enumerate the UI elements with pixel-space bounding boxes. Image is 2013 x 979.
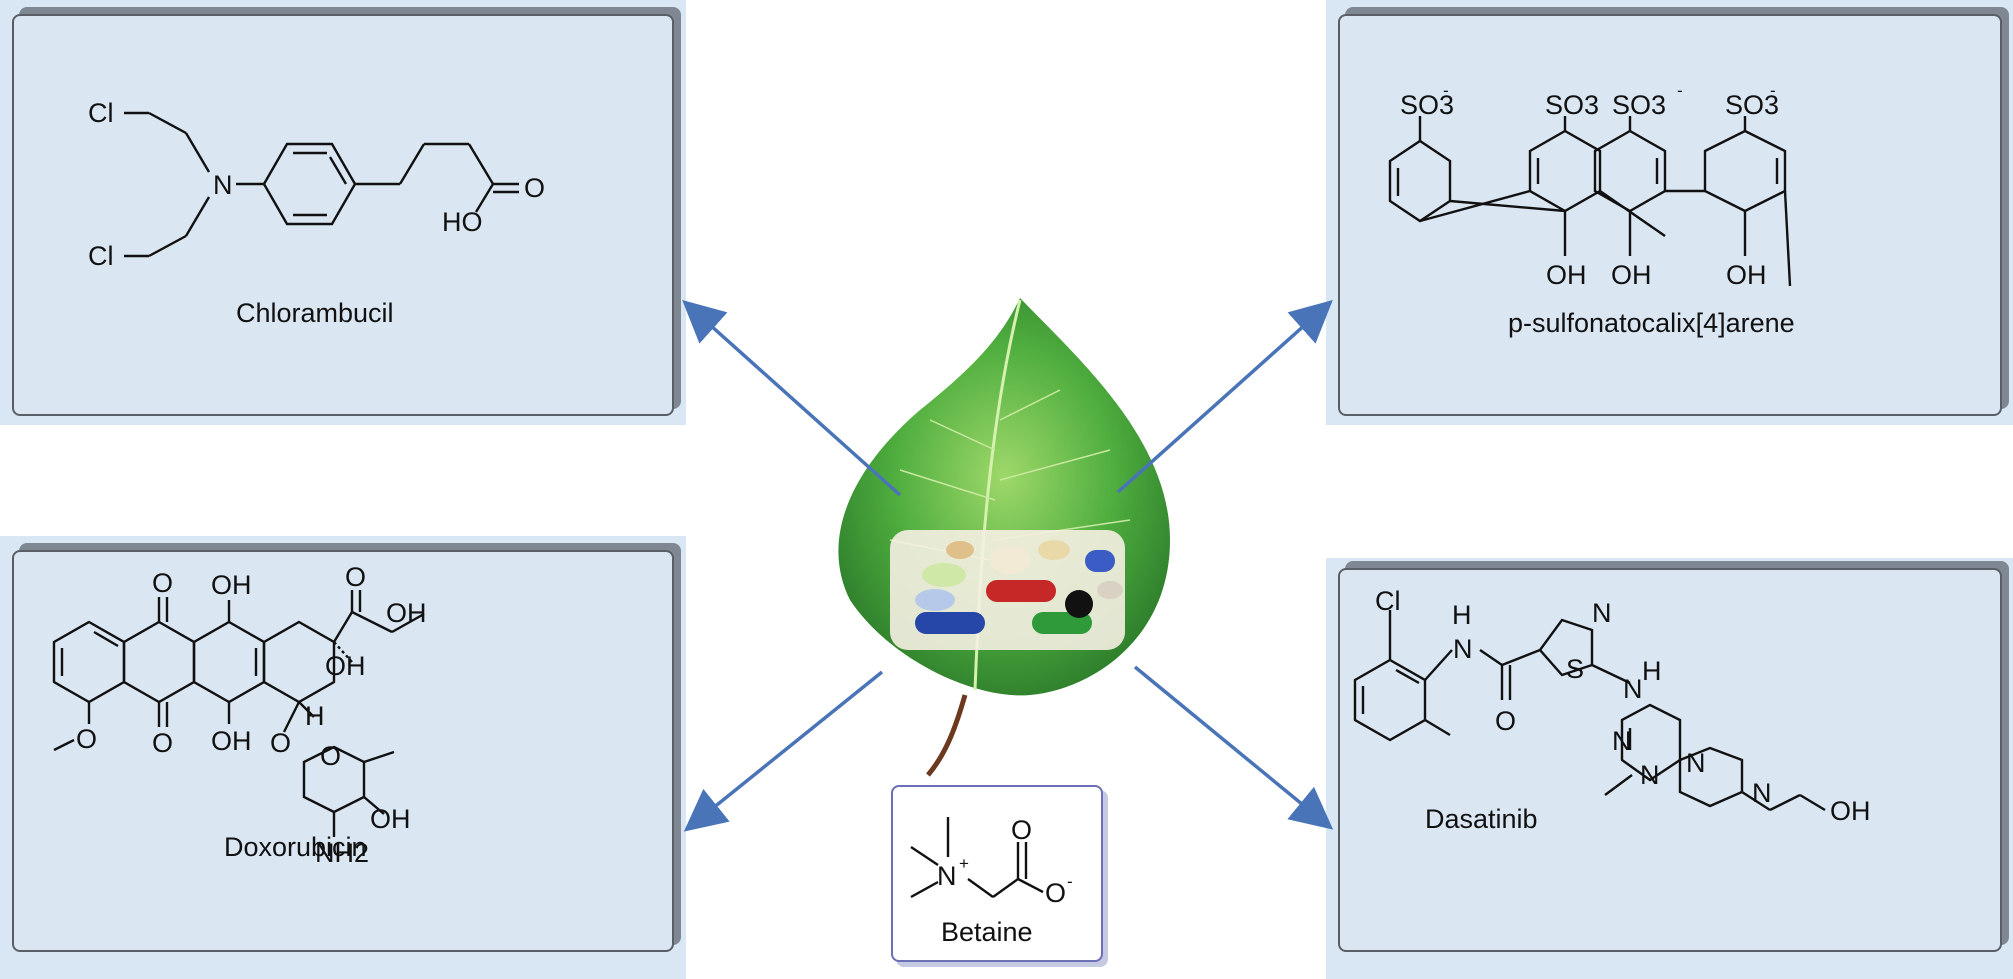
sugar-oh: OH (370, 804, 411, 834)
so3-4: SO3 (1725, 90, 1779, 120)
thiazole-s: S (1566, 654, 1584, 684)
amine-n: N (1623, 674, 1643, 704)
oh-2: OH (1611, 260, 1652, 290)
chlorambucil-structure: Cl Cl N O HO (88, 98, 545, 271)
dasatinib-panel: Cl H N O N S H N N N N N OH Dasatinib (1338, 568, 2002, 952)
methoxy-o: O (76, 724, 97, 754)
atom-ho: HO (442, 207, 483, 237)
doxorubicin-label: Doxorubicin (224, 832, 367, 862)
so3-1: SO3 (1400, 90, 1454, 120)
oh-1: OH (1546, 260, 1587, 290)
quinone-o-top: O (152, 568, 173, 598)
amide-n: N (1453, 634, 1473, 664)
arrow-to-chlorambucil (682, 299, 902, 497)
ring-oh: OH (325, 651, 366, 681)
oh-3: OH (1726, 260, 1767, 290)
so3-3: SO3 (1612, 90, 1666, 120)
chlorambucil-label: Chlorambucil (236, 298, 394, 328)
betaine-n: N (937, 861, 957, 891)
amide-o: O (1495, 706, 1516, 736)
betaine-panel: N + O O - Betaine (891, 785, 1103, 962)
atom-cl-2: Cl (88, 241, 114, 271)
dasatinib-structure: Cl H N O N S H N N N N N OH (1353, 586, 1871, 826)
betaine-o-minus: O (1045, 878, 1066, 908)
piperazine-n1: N (1686, 748, 1706, 778)
so3-2: SO3 (1545, 90, 1599, 120)
amine-h: H (1642, 656, 1662, 686)
quinone-o-bottom: O (152, 728, 173, 758)
dasatinib-label: Dasatinib (1425, 804, 1538, 834)
arrow-to-calixarene (1116, 300, 1333, 494)
chlorambucil-panel: Cl Cl N O HO Chlorambucil (12, 14, 674, 416)
atom-cl: Cl (1375, 586, 1401, 616)
arrow-to-doxorubicin (683, 670, 884, 832)
betaine-o-top: O (1011, 815, 1032, 845)
so3-4-charge: - (1770, 81, 1776, 100)
oh-bottom: OH (211, 726, 252, 756)
terminal-oh: OH (386, 598, 427, 628)
pyrimidine-n2: N (1640, 760, 1660, 790)
glycosidic-o: O (270, 728, 291, 758)
betaine-o-charge: - (1067, 872, 1073, 891)
atom-n: N (213, 170, 233, 200)
calixarene-panel: SO3 - SO3 SO3 - SO3 - OH OH OH p-sulfona… (1338, 14, 2002, 416)
calixarene-label: p-sulfonatocalix[4]arene (1508, 308, 1795, 338)
piperazine-n2: N (1752, 778, 1772, 808)
thiazole-n: N (1592, 598, 1612, 628)
betaine-structure: N + O O - (910, 815, 1073, 908)
terminal-oh: OH (1830, 796, 1871, 826)
arrow-to-dasatinib (1133, 665, 1334, 830)
sugar-nh2: NH2 (315, 838, 369, 868)
sugar-o: O (320, 741, 341, 771)
calixarene-structure: SO3 - SO3 SO3 - SO3 - OH OH OH (1388, 81, 1792, 290)
atom-o: O (524, 173, 545, 203)
betaine-n-charge: + (959, 854, 969, 873)
ketone-o: O (345, 562, 366, 592)
so3-3-charge: - (1677, 81, 1683, 100)
atom-cl-1: Cl (88, 98, 114, 128)
atom-h: H (305, 701, 325, 731)
so3-1-charge: - (1443, 81, 1449, 100)
betaine-label: Betaine (941, 917, 1033, 947)
doxorubicin-structure: O O OH OH O OH OH H O O OH NH2 O (52, 562, 427, 868)
oh-top: OH (211, 570, 252, 600)
amide-h: H (1452, 600, 1472, 630)
doxorubicin-panel: O O OH OH O OH OH H O O OH NH2 O Doxorub… (12, 550, 674, 952)
pyrimidine-n1: N (1612, 726, 1632, 756)
leaf-with-pills-image (838, 298, 1170, 777)
